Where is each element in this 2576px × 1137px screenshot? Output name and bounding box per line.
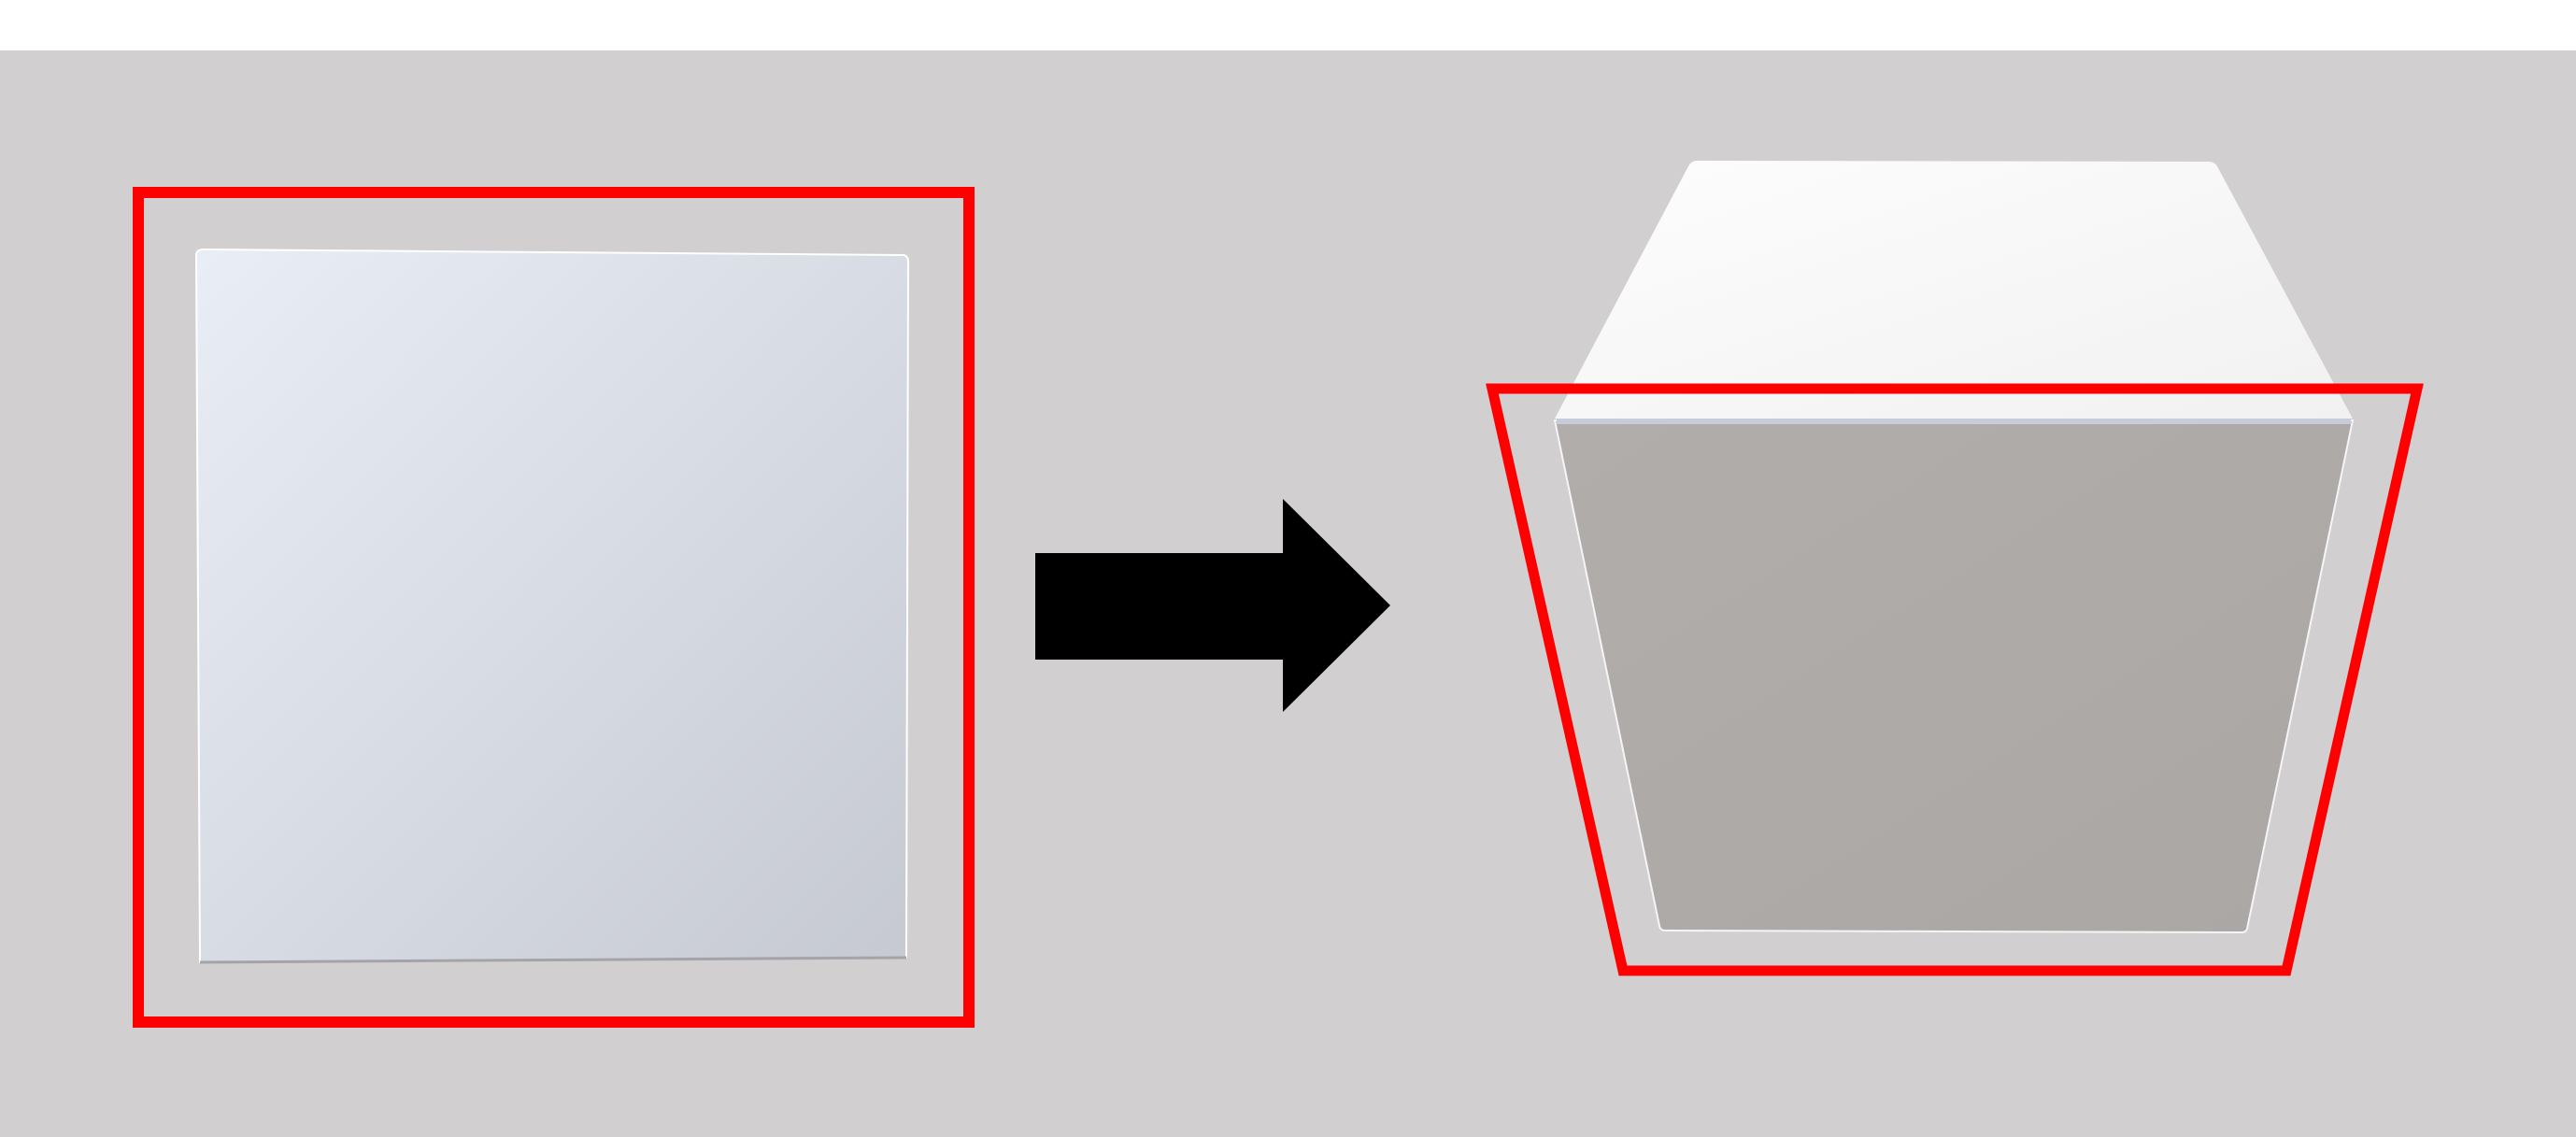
right-box-group [1486, 161, 2424, 976]
box-front-face [1553, 419, 2355, 934]
right-highlight-trapezoid [1486, 383, 2424, 976]
flat-panel-bottom-edge [199, 956, 907, 964]
left-highlight-square [133, 187, 975, 1028]
box-top-face [1555, 161, 2353, 419]
flat-square-panel [194, 248, 910, 964]
right-arrow-icon [1035, 499, 1390, 712]
left-panel-group [133, 187, 975, 1028]
